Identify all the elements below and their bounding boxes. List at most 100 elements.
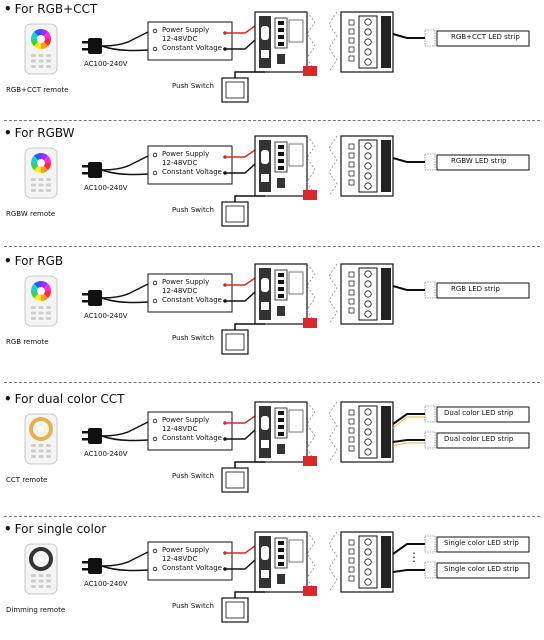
remote-label: RGBW remote	[6, 210, 56, 218]
section-title: •For dual color CCT	[4, 392, 124, 406]
ac-voltage-label: AC100-240V	[84, 60, 128, 68]
ac-voltage-label: AC100-240V	[84, 580, 128, 588]
plug-icon	[82, 283, 149, 306]
negative-wire	[225, 39, 256, 50]
power-supply-box	[147, 273, 233, 313]
negative-wire	[225, 429, 256, 440]
led-strip-label: Dual color LED strip	[444, 435, 514, 443]
remote-label: RGB remote	[6, 338, 49, 346]
section-divider	[4, 382, 540, 383]
section-title-text: For dual color CCT	[14, 392, 125, 406]
section-title-text: For RGB+CCT	[14, 2, 98, 16]
push-switch-icon	[221, 323, 265, 355]
section-divider	[4, 516, 540, 517]
controller-icon	[254, 531, 394, 596]
section-divider	[4, 246, 540, 247]
push-switch-label: Push Switch	[172, 602, 214, 610]
push-switch-label: Push Switch	[172, 206, 214, 214]
power-supply-line: Constant Voltage	[162, 434, 222, 442]
power-supply-box	[147, 541, 233, 581]
wiring-section: •For RGBW RGBW remote AC100-240V Power Supp…	[0, 124, 544, 248]
positive-wire	[225, 25, 256, 34]
led-strip-label: RGBW LED strip	[451, 157, 507, 165]
negative-wire	[225, 559, 256, 570]
led-strip-icon	[392, 431, 530, 449]
section-title: •For RGB	[4, 254, 63, 268]
push-switch-icon	[221, 195, 265, 227]
negative-wire	[225, 291, 256, 302]
section-title: •For RGB+CCT	[4, 2, 97, 16]
push-switch-icon	[221, 461, 265, 493]
positive-wire	[225, 415, 256, 424]
plug-icon	[82, 421, 149, 444]
power-supply-line: 12-48VDC	[162, 287, 198, 295]
power-supply-line: Constant Voltage	[162, 44, 222, 52]
negative-wire	[225, 163, 256, 174]
led-strip-label: Single color LED strip	[444, 565, 519, 573]
remote-label: CCT remote	[6, 476, 48, 484]
section-title: •For single color	[4, 522, 106, 536]
power-supply-line: Constant Voltage	[162, 564, 222, 572]
bullet-icon: •	[4, 522, 12, 536]
led-strip-label: RGB+CCT LED strip	[451, 33, 520, 41]
remote-icon	[24, 147, 58, 199]
section-title-text: For RGBW	[14, 126, 75, 140]
push-switch-label: Push Switch	[172, 82, 214, 90]
section-drawing	[24, 11, 530, 103]
controller-icon	[254, 401, 394, 466]
ac-voltage-label: AC100-240V	[84, 184, 128, 192]
led-strip-label: RGB LED strip	[451, 285, 500, 293]
section-title-text: For single color	[14, 522, 107, 536]
power-supply-line: 12-48VDC	[162, 35, 198, 43]
power-supply-line: Power Supply	[162, 26, 210, 34]
wiring-section: •For RGB+CCT RGB+CCT remote AC100-240V Powe…	[0, 0, 544, 122]
power-supply-line: Constant Voltage	[162, 168, 222, 176]
controller-icon	[254, 135, 394, 200]
plug-icon	[82, 551, 149, 574]
wiring-section: •For dual color CCT CCT remote AC100-240V P…	[0, 390, 544, 518]
power-supply-line: Constant Voltage	[162, 296, 222, 304]
bullet-icon: •	[4, 254, 12, 268]
power-supply-box	[147, 411, 233, 451]
section-drawing	[24, 263, 530, 355]
remote-icon	[24, 413, 58, 465]
led-strip-icon	[392, 281, 530, 299]
led-strip-icon	[392, 561, 530, 579]
power-supply-line: Power Supply	[162, 150, 210, 158]
ac-voltage-label: AC100-240V	[84, 450, 128, 458]
led-strip-icon	[392, 535, 530, 555]
push-switch-label: Push Switch	[172, 472, 214, 480]
remote-icon	[24, 23, 58, 75]
power-supply-line: 12-48VDC	[162, 159, 198, 167]
section-title-text: For RGB	[14, 254, 64, 268]
strip-ellipsis: ⋮	[408, 550, 420, 564]
led-strip-icon	[392, 405, 530, 429]
controller-icon	[254, 263, 394, 328]
bullet-icon: •	[4, 126, 12, 140]
remote-icon	[24, 275, 58, 327]
positive-wire	[225, 277, 256, 286]
section-drawing	[24, 401, 530, 493]
section-title: •For RGBW	[4, 126, 75, 140]
section-drawing	[24, 135, 530, 227]
remote-label: Dimming remote	[6, 606, 66, 614]
section-divider	[4, 120, 540, 121]
push-switch-icon	[221, 71, 265, 103]
remote-label: RGB+CCT remote	[6, 86, 69, 94]
bullet-icon: •	[4, 2, 12, 16]
wiring-section: •For RGB RGB remote AC100-240V Power Supply…	[0, 252, 544, 384]
power-supply-box	[147, 21, 233, 61]
power-supply-line: Power Supply	[162, 278, 210, 286]
power-supply-box	[147, 145, 233, 185]
ac-voltage-label: AC100-240V	[84, 312, 128, 320]
led-strip-icon	[392, 29, 530, 47]
power-supply-line: Power Supply	[162, 546, 210, 554]
led-strip-label: Dual color LED strip	[444, 409, 514, 417]
positive-wire	[225, 545, 256, 554]
power-supply-line: Power Supply	[162, 416, 210, 424]
